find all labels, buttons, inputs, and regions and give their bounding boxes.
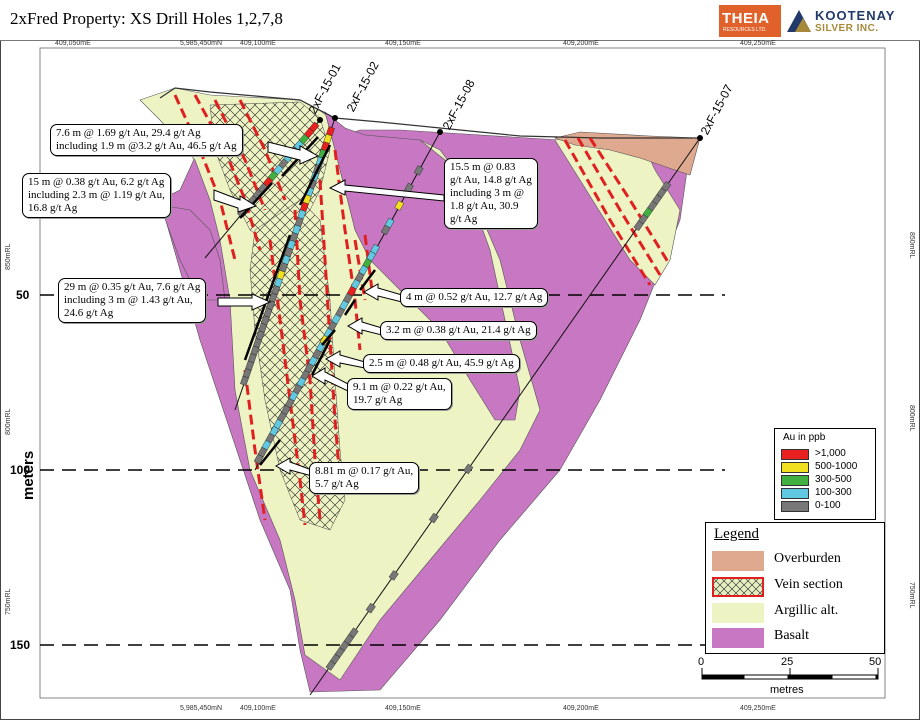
coord-top-0: 409,050mE (55, 40, 91, 47)
legend-label: Vein section (774, 577, 843, 592)
depth-tick-150: 150 (10, 638, 31, 652)
au-legend: Au in ppb >1,000 500-1000 300-500 100-30… (774, 428, 876, 520)
rl-left-750: 750mRL (5, 588, 12, 615)
depth-tick-100: 100 (10, 463, 31, 477)
assay-callout-1: 7.6 m @ 1.69 g/t Au, 29.4 g/t Ag includi… (50, 124, 243, 156)
au-legend-label: 300-500 (815, 474, 852, 485)
overburden-unit (553, 131, 701, 176)
depth-tick-50: 50 (16, 288, 30, 302)
topography-line (159, 87, 700, 139)
callout-line: 5.7 g/t Ag (315, 478, 359, 490)
callout-line: 3.2 m @ 0.38 g/t Au, 21.4 g/t Ag (386, 324, 531, 336)
callout-line: 2.5 m @ 0.48 g/t Au, 45.9 g/t Ag (369, 357, 514, 369)
assay-callout-9: 8.81 m @ 0.17 g/t Au, 5.7 g/t Ag (309, 462, 420, 494)
coord-bottom-0: 5,985,450mN (180, 705, 223, 712)
au-legend-label: 100-300 (815, 487, 852, 498)
map-border (39, 47, 886, 699)
theia-logo-text: THEIA (722, 10, 770, 27)
scale-tick-50: 50 (869, 656, 882, 668)
scale-tick-25: 25 (781, 656, 794, 668)
scale-unit: metres (770, 684, 804, 696)
basalt-swatch (712, 628, 764, 648)
assay-callout-7: 2.5 m @ 0.48 g/t Au, 45.9 g/t Ag (363, 354, 520, 373)
callout-line: 19.7 g/t Ag (353, 394, 403, 406)
assay-callout-8: 9.1 m @ 0.22 g/t Au, 19.7 g/t Ag (347, 378, 452, 410)
au-swatch (781, 475, 809, 486)
coord-top-5: 409,250mE (740, 40, 776, 47)
collar-markers (317, 115, 703, 141)
au-swatch (781, 488, 809, 499)
vein-lines (173, 94, 670, 526)
callout-line: 16.8 g/t Ag (28, 202, 78, 214)
au-legend-label: 500-1000 (815, 461, 858, 472)
basalt-left-lobe (159, 204, 226, 301)
au-swatch (781, 462, 809, 473)
title-bar: 2xFred Property: XS Drill Holes 1,2,7,8 … (0, 0, 920, 41)
callout-line: 8.81 m @ 0.17 g/t Au, (315, 465, 414, 477)
assay-callout-4: 29 m @ 0.35 g/t Au, 7.6 g/t Ag including… (58, 278, 207, 323)
scale-bar (701, 668, 879, 680)
overburden-swatch (712, 551, 764, 571)
callout-line: 15.5 m @ 0.83 (450, 161, 516, 173)
callout-line: 24.6 g/t Ag (64, 307, 114, 319)
scale-tick-0: 0 (698, 656, 705, 668)
rl-right-800: 800mRL (908, 405, 915, 432)
map-title: 2xFred Property: XS Drill Holes 1,2,7,8 (10, 9, 283, 28)
callout-arrows (213, 141, 445, 477)
callout-line: 7.6 m @ 1.69 g/t Au, 29.4 g/t Ag (56, 127, 201, 139)
au-swatch (781, 501, 809, 512)
intercept-bars (239, 136, 376, 466)
rl-left-850: 850mRL (5, 243, 12, 270)
theia-logo-sub: RESOURCES LTD. (723, 27, 767, 33)
coord-top-1: 5,985,450mN (180, 40, 223, 47)
kootenay-logo: KOOTENAY SILVER INC. (785, 5, 913, 37)
coord-bottom-4: 409,250mE (740, 705, 776, 712)
assay-callout-2: 15 m @ 0.38 g/t Au, 6.2 g/t Ag including… (22, 173, 171, 218)
assay-callout-3: 15.5 m @ 0.83 g/t Au, 14.8 g/t Ag includ… (444, 158, 538, 229)
rl-right-750: 750mRL (908, 582, 915, 609)
assay-callout-6: 3.2 m @ 0.38 g/t Au, 21.4 g/t Ag (380, 321, 537, 340)
callout-line: 9.1 m @ 0.22 g/t Au, (353, 381, 446, 393)
callout-line: 29 m @ 0.35 g/t Au, 7.6 g/t Ag (64, 281, 201, 293)
coord-bottom-2: 409,150mE (385, 705, 421, 712)
coord-bottom-3: 409,200mE (563, 705, 599, 712)
callout-line: including 3 m @ 1.43 g/t Au, (64, 294, 193, 306)
legend-label: Overburden (774, 551, 841, 566)
callout-line: 1.8 g/t Au, 30.9 (450, 200, 519, 212)
coord-top-2: 409,100mE (240, 40, 276, 47)
lithology-legend: Legend Overburden Vein section Argillic … (705, 522, 885, 654)
legend-title: Legend (714, 526, 759, 542)
vein-swatch (712, 577, 764, 597)
callout-line: including 3 m @ (450, 187, 524, 199)
callout-line: g/t Au, 14.8 g/t Ag (450, 174, 532, 186)
theia-logo: THEIA RESOURCES LTD. (719, 5, 781, 37)
callout-line: including 1.9 m @3.2 g/t Au, 46.5 g/t Ag (56, 140, 237, 152)
kootenay-logo-sub: SILVER INC. (815, 23, 879, 34)
coord-top-3: 409,150mE (385, 40, 421, 47)
assay-callout-5: 4 m @ 0.52 g/t Au, 12.7 g/t Ag (400, 288, 549, 307)
legend-label: Argillic alt. (774, 603, 839, 618)
coord-bottom-1: 409,100mE (240, 705, 276, 712)
au-legend-title: Au in ppb (783, 432, 826, 443)
assay-strips (237, 121, 672, 671)
au-legend-label: >1,000 (815, 448, 846, 459)
callout-line: g/t Ag (450, 213, 478, 225)
au-swatch (781, 449, 809, 460)
coord-top-4: 409,200mE (563, 40, 599, 47)
callout-line: including 2.3 m @ 1.19 g/t Au, (28, 189, 165, 201)
rl-right-850: 850mRL (908, 232, 915, 259)
argillic-swatch (712, 603, 764, 623)
au-legend-label: 0-100 (815, 500, 841, 511)
kootenay-mountain-icon (787, 10, 811, 32)
callout-line: 4 m @ 0.52 g/t Au, 12.7 g/t Ag (406, 291, 543, 303)
kootenay-logo-text: KOOTENAY (815, 8, 896, 23)
legend-label: Basalt (774, 628, 809, 643)
rl-left-800: 800mRL (5, 408, 12, 435)
callout-line: 15 m @ 0.38 g/t Au, 6.2 g/t Ag (28, 176, 165, 188)
